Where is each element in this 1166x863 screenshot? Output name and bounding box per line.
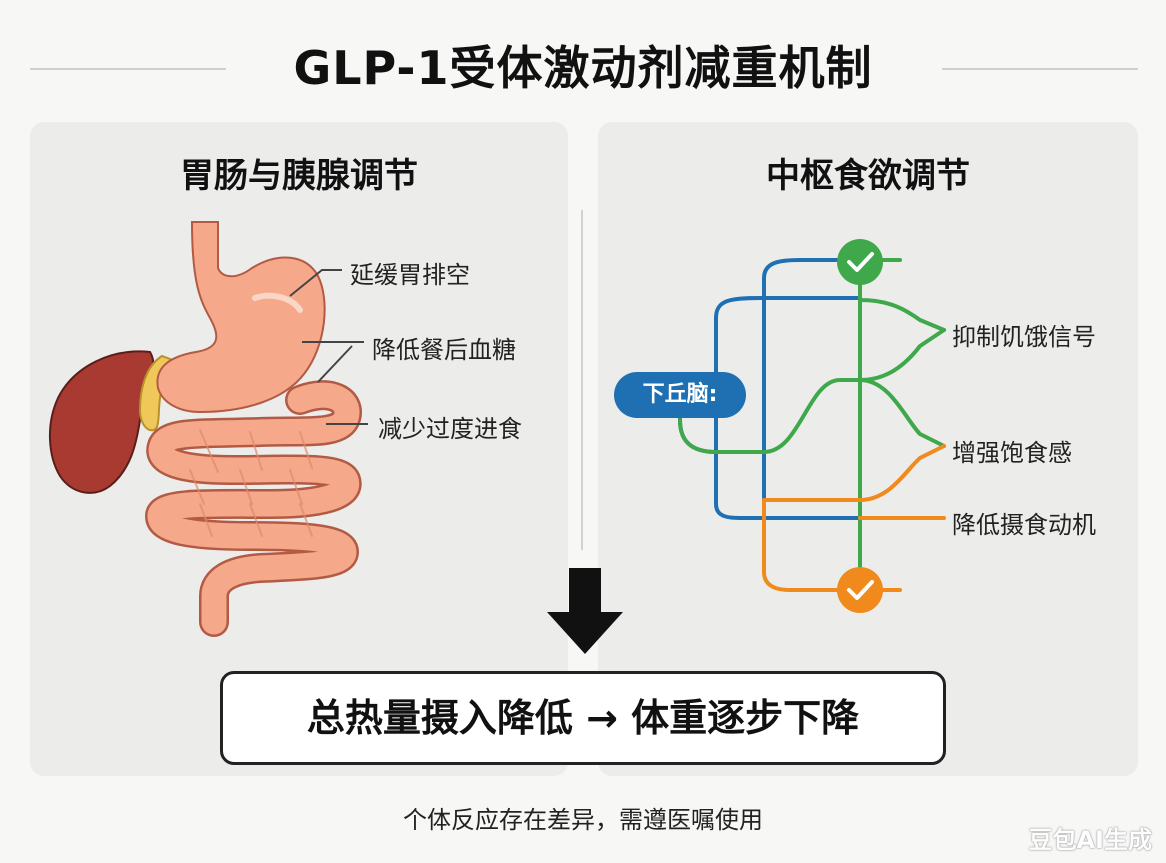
liver-illustration — [49, 350, 155, 494]
annotation-postprandial-glucose: 降低餐后血糖 — [372, 336, 516, 364]
annotation-reduce-overeating: 减少过度进食 — [378, 415, 522, 443]
output-suppress-hunger: 抑制饥饿信号 — [952, 323, 1096, 351]
watermark: 豆包AI生成 — [1028, 826, 1152, 854]
title-rule-right — [942, 68, 1138, 70]
disclaimer-footnote: 个体反应存在差异，需遵医嘱使用 — [403, 806, 763, 834]
intestine-illustration — [144, 380, 362, 637]
output-enhance-satiety: 增强饱食感 — [952, 439, 1072, 467]
gut-panel-title: 胃肠与胰腺调节 — [180, 156, 418, 196]
orange-pathway — [762, 444, 946, 592]
title-bar: GLP-1受体激动剂减重机制 — [0, 28, 1166, 108]
check-icon — [837, 239, 883, 285]
annotation-gastric-emptying: 延缓胃排空 — [350, 261, 470, 289]
appetite-panel-title: 中枢食欲调节 — [766, 156, 970, 196]
page-title: GLP-1受体激动剂减重机制 — [293, 41, 873, 95]
panel-divider — [581, 210, 583, 550]
title-rule-left — [30, 68, 226, 70]
result-summary: 总热量摄入降低 → 体重逐步下降 — [220, 671, 946, 765]
output-reduce-motivation: 降低摄食动机 — [952, 511, 1096, 539]
appetite-panel: 中枢食欲调节 — [598, 122, 1138, 776]
hypothalamus-node: 下丘脑: — [614, 372, 746, 418]
leader-gastric-emptying — [289, 269, 342, 297]
down-arrow-icon — [547, 568, 623, 654]
check-icon — [837, 567, 883, 613]
stomach-illustration — [156, 221, 326, 414]
leader-glucose-2 — [317, 345, 353, 383]
